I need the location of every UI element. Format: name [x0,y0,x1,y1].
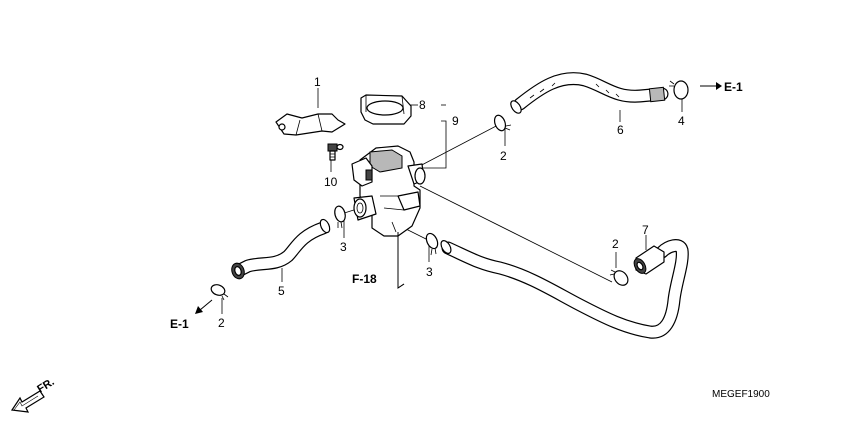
ref-e1-top: E-1 [724,80,743,94]
screw-10 [327,143,344,161]
clip-2-upper [493,114,512,132]
callout-10: 10 [324,175,338,189]
clip-4 [669,80,689,100]
clip-2-right [609,269,629,286]
band-8 [360,94,412,125]
solenoid-valve [351,145,426,237]
callout-4: 4 [678,114,685,128]
diagram-code: MEGEF1900 [712,389,770,400]
callout-1: 1 [314,75,321,89]
e1-bottom-arrow [195,299,213,314]
hose-6 [510,72,669,114]
callout-3-left: 3 [340,240,347,254]
callout-7: 7 [642,223,649,237]
callout-9: 9 [452,114,459,128]
callout-3-middle: 3 [426,265,433,279]
ref-e1-bottom: E-1 [170,317,189,331]
front-arrow-icon [10,390,45,413]
e1-top-arrow [700,82,722,90]
callout-8: 8 [419,98,426,112]
callout-2-right: 2 [612,237,619,251]
clip-3-middle [425,232,439,256]
clip-3-left [334,205,346,229]
clip-2-lower-left [210,284,229,301]
hose-5 [231,218,331,280]
callout-2-upper: 2 [500,149,507,163]
callout-2-lower-left: 2 [218,316,225,330]
hose-long [440,239,689,339]
bracket-1 [275,113,346,136]
callout-5: 5 [278,284,285,298]
ref-f18: F-18 [352,272,377,286]
callout-6: 6 [617,123,624,137]
f18-arrow [397,232,405,289]
connector-7 [633,245,665,275]
